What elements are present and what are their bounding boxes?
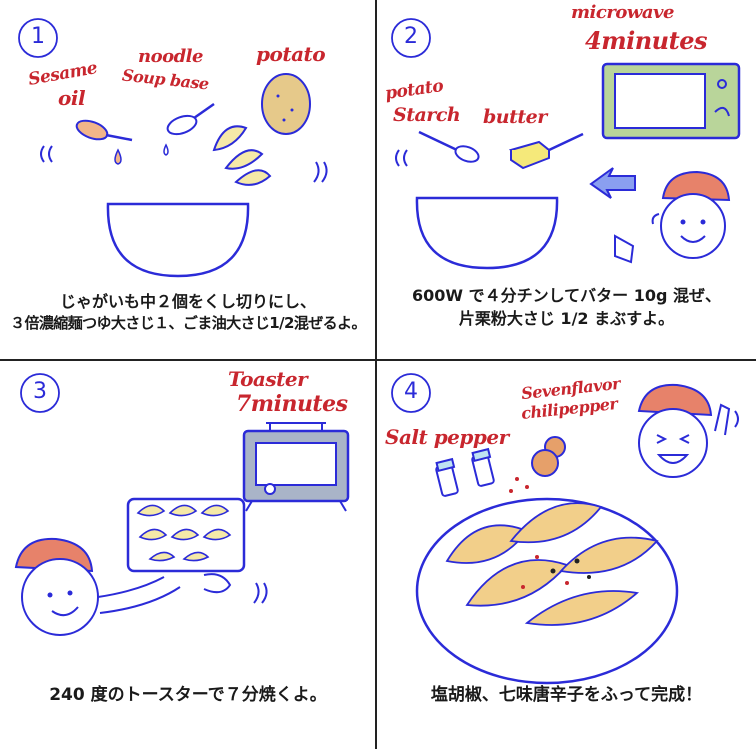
oil-label: oil <box>58 86 86 110</box>
step-1-caption-line-2: ３倍濃縮麺つゆ大さじ１、ごま油大さじ1/2混ぜるよ。 <box>10 314 366 333</box>
step-4-illustration <box>391 373 739 685</box>
character-avatar <box>614 170 731 264</box>
step-2-caption-line-1: 600W で４分チンしてバター 10g 混ぜ、 <box>412 286 721 305</box>
potato-label: potato <box>256 42 326 66</box>
step-2-illustration <box>391 18 741 270</box>
noodle-soup-base-spoon-icon <box>163 102 215 156</box>
step-4-panel: 4 Salt pepper Sevenflavor chilipepper 塩胡… <box>377 361 756 749</box>
step-3-number: 3 <box>33 379 47 404</box>
butter-icon <box>508 132 584 170</box>
step-4-caption: 塩胡椒、七味唐辛子をふって完成！ <box>430 685 703 705</box>
mixing-bowl-icon <box>415 196 559 270</box>
motion-lines <box>40 145 328 183</box>
sesame-oil-spoon-icon <box>75 119 133 165</box>
motion-lines <box>395 149 408 167</box>
seasoning-specks <box>521 555 591 589</box>
step-2-caption: 600W で４分チンしてバター 10g 混ぜ、 片栗粉大さじ 1/2 まぶすよ。 <box>377 284 756 330</box>
character-avatar <box>637 383 739 478</box>
step-2-number-circle <box>391 18 431 58</box>
step-4-number-circle <box>391 373 431 413</box>
step-1-caption: じゃがいも中２個をくし切りにし、 ３倍濃縮麺つゆ大さじ１、ごま油大さじ1/2混ぜ… <box>0 290 376 335</box>
minutes-label: 7minutes <box>236 391 348 417</box>
potato-icon <box>261 73 311 135</box>
step-3-illustration <box>14 373 350 636</box>
step-2-caption-line-2: 片栗粉大さじ 1/2 まぶすよ。 <box>458 309 675 329</box>
potato-starch-spoon-icon <box>418 130 480 163</box>
step-1-caption-line-1: じゃがいも中２個をくし切りにし、 <box>59 292 316 311</box>
step-4-number: 4 <box>404 379 418 404</box>
step-2-number: 2 <box>404 24 418 49</box>
arrow-left-icon <box>589 167 636 199</box>
step-1-number: 1 <box>31 24 45 49</box>
baking-tray-icon <box>126 497 246 573</box>
step-3-caption: 240 度のトースターで７分焼くよ。 <box>49 685 327 705</box>
chili-pepper-gourd-icon <box>509 436 566 493</box>
noodle-label: noodle <box>138 46 203 67</box>
potato-wedges-icon <box>445 502 659 626</box>
starch-label: Starch <box>393 104 461 126</box>
potato-wedges-icon <box>212 125 272 186</box>
step-1-illustration <box>18 18 328 278</box>
motion-lines <box>253 582 268 604</box>
salt-pepper-label: Salt pepper <box>385 425 509 449</box>
toaster-oven-icon <box>242 422 350 512</box>
salt-pepper-shakers-icon <box>435 447 495 497</box>
toaster-label: Toaster <box>228 367 308 391</box>
mixing-bowl-icon <box>106 202 250 278</box>
step-1-number-circle <box>18 18 58 58</box>
step-2-panel: 2 microwave 4minutes potato Starch butte… <box>377 0 756 360</box>
microwave-label: microwave <box>571 2 674 23</box>
step-3-panel: 3 Toaster 7minutes 240 度のトースターで７分焼くよ。 <box>0 361 376 749</box>
minutes-label: 4minutes <box>585 26 707 55</box>
character-avatar <box>14 537 232 636</box>
butter-label: butter <box>483 106 547 128</box>
step-1-panel: 1 Sesame oil noodle Soup base potato じゃが… <box>0 0 376 360</box>
step-3-number-circle <box>20 373 60 413</box>
microwave-icon <box>601 62 741 140</box>
